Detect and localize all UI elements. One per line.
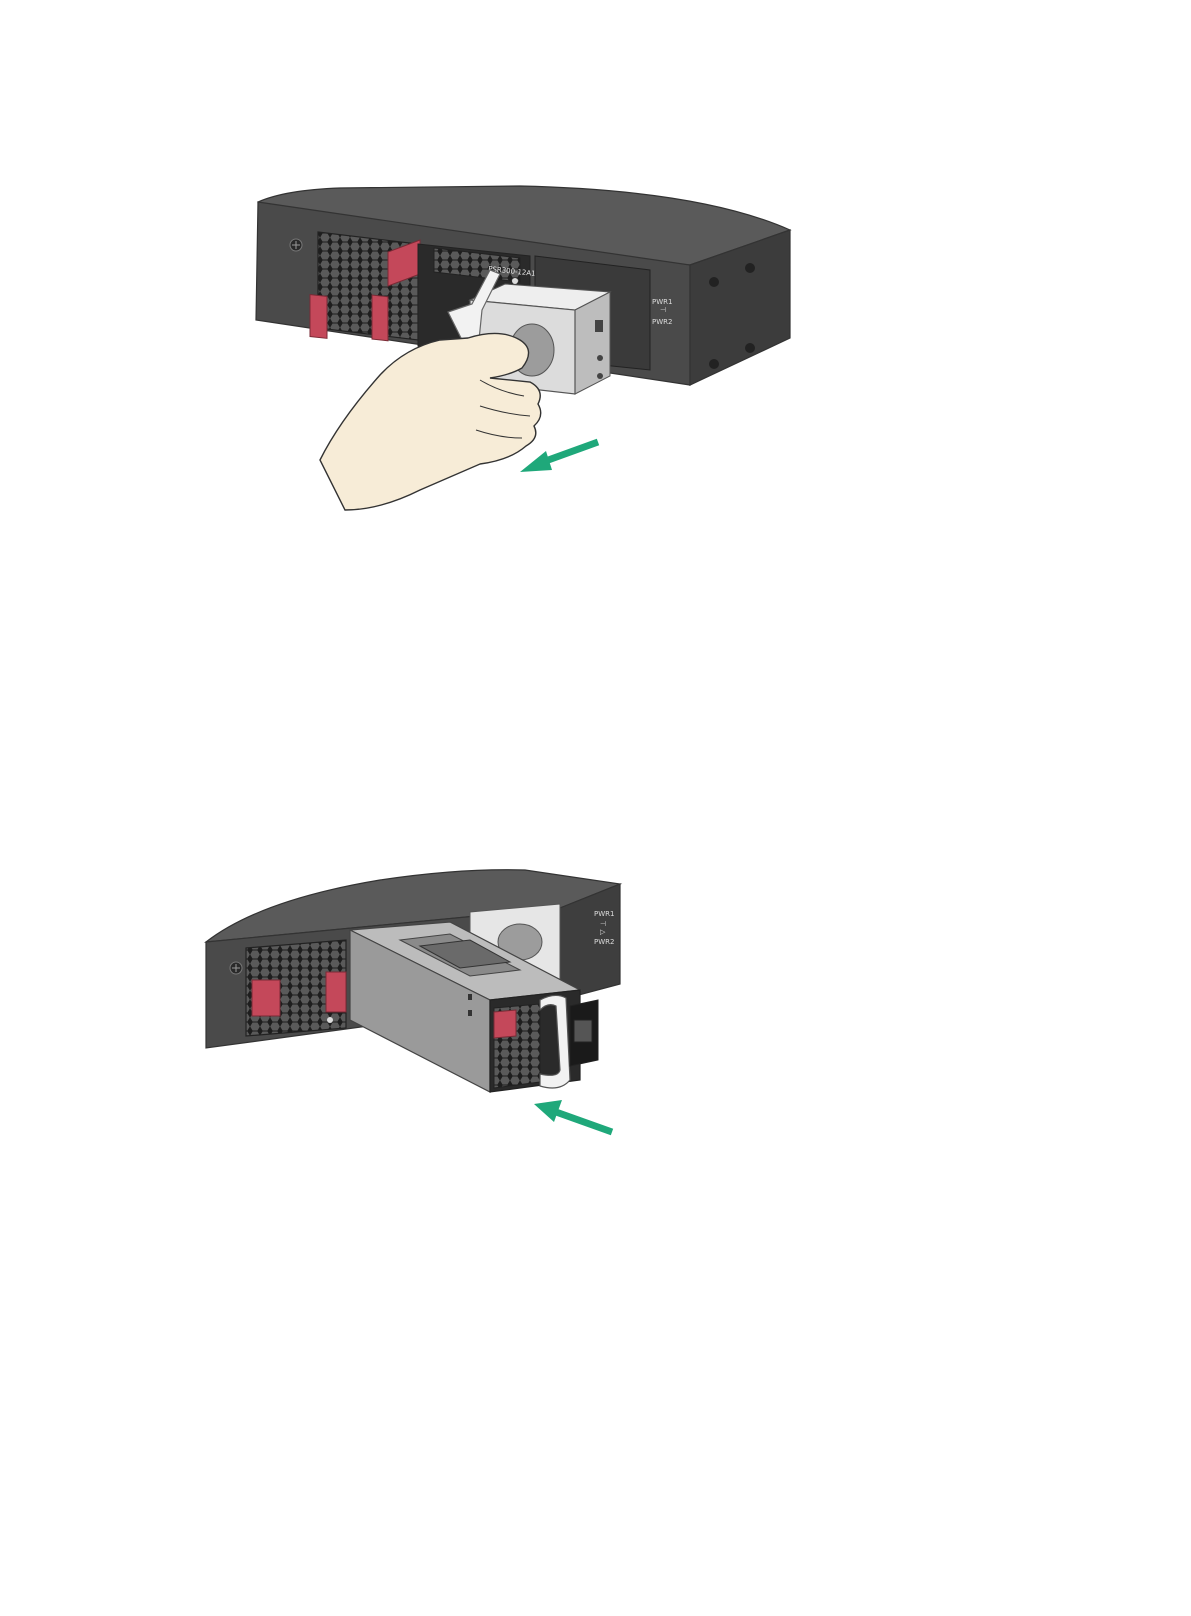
figure-remove-filler-panel: PSR300-12A1 PWR1 ⊣ PWR2 — [0, 170, 1191, 540]
pwr1-label: PWR1 — [652, 298, 672, 306]
arrow-out-icon — [520, 442, 598, 472]
fan-latch-right[interactable] — [326, 972, 346, 1012]
hand — [320, 333, 541, 510]
svg-text:▷: ▷ — [600, 928, 606, 936]
fan-latch-left[interactable] — [310, 295, 327, 339]
fan-latch-left[interactable] — [252, 980, 280, 1016]
svg-text:⊣: ⊣ — [660, 306, 666, 314]
arrow-in-icon — [534, 1100, 612, 1132]
figure-install-power-supply: PWR1 ⊣ ▷ PWR2 — [0, 860, 1191, 1180]
install-power-supply-illustration: PWR1 ⊣ ▷ PWR2 — [0, 860, 1191, 1180]
fan-latch-right[interactable] — [372, 295, 388, 341]
psu-latch[interactable] — [494, 1010, 516, 1038]
pwr1-label: PWR1 — [594, 910, 614, 918]
pwr2-label: PWR2 — [652, 318, 672, 326]
pwr2-label: PWR2 — [594, 938, 614, 946]
svg-text:⊣: ⊣ — [600, 920, 606, 928]
remove-filler-panel-illustration: PSR300-12A1 PWR1 ⊣ PWR2 — [0, 170, 1191, 540]
